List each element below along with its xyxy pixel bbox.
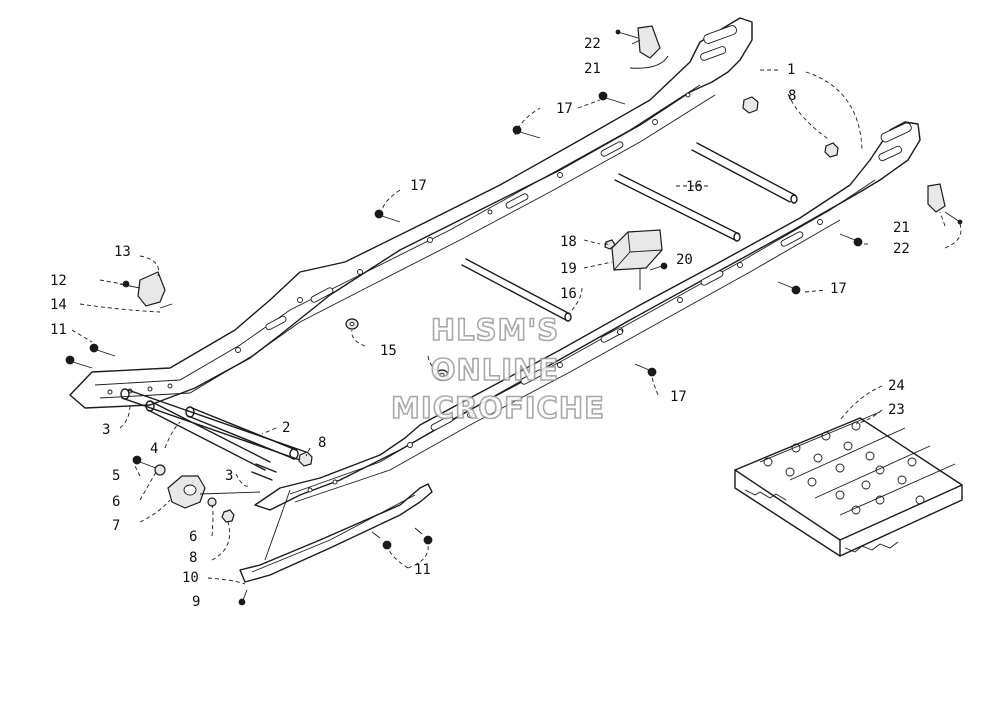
watermark-line-3: MICROFICHE [391,391,605,425]
callout-16-upper: 16 [686,179,703,195]
watermark-line-1: HLSM'S [431,313,559,347]
callout-10: 10 [182,570,199,586]
callout-18: 18 [560,234,577,250]
leader-lines [71,39,962,585]
callout-6-lower: 6 [189,529,197,545]
watermark: HLSM'S ONLINE MICROFICHE [390,312,605,426]
callout-21-right: 21 [893,220,910,236]
callout-8-top: 8 [788,88,796,104]
slide-rail [239,483,433,583]
callout-5: 5 [112,468,120,484]
callout-17-upper-left: 17 [410,178,427,194]
cross-shafts [120,142,798,481]
callout-11-right: 11 [414,562,431,578]
callout-16-lower: 16 [560,286,577,302]
callout-24: 24 [888,378,905,394]
callout-1: 1 [787,62,795,78]
callout-6-upper: 6 [112,494,120,510]
callout-19: 19 [560,261,577,277]
callout-numbers: 1 2 3 3 4 5 6 6 7 8 8 8 9 10 11 11 12 13… [50,36,910,610]
callout-17-lower: 17 [670,389,687,405]
callout-8-mid: 8 [318,435,326,451]
right-side-rail [254,121,921,511]
callout-20: 20 [676,252,693,268]
callout-12: 12 [50,273,67,289]
left-side-rail [69,17,753,409]
callout-9: 9 [192,594,200,610]
callout-22-right: 22 [893,241,910,257]
callout-17-right: 17 [830,281,847,297]
watermark-line-2: ONLINE [431,353,559,387]
callout-3-left: 3 [102,422,110,438]
callout-3-mid: 3 [225,468,233,484]
callout-14: 14 [50,297,67,313]
callout-15: 15 [380,343,397,359]
callout-23: 23 [888,402,905,418]
callout-13: 13 [114,244,131,260]
callout-21-top: 21 [584,61,601,77]
callout-2: 2 [282,420,290,436]
track-section [734,411,963,557]
callout-4: 4 [150,441,158,457]
callout-7: 7 [112,518,120,534]
callout-22-top: 22 [584,36,601,52]
callout-11-left: 11 [50,322,67,338]
callout-8-low: 8 [189,550,197,566]
hardware [65,25,963,606]
callout-17-top: 17 [556,101,573,117]
